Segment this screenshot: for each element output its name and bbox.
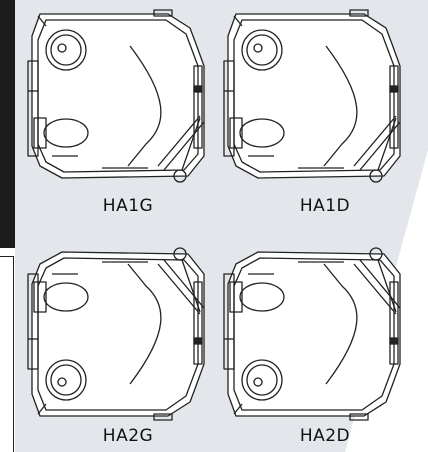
top-hinge	[349, 413, 369, 421]
swing-arm	[181, 259, 201, 313]
drain	[253, 377, 263, 387]
cabin-outline	[31, 251, 205, 417]
top-hinge	[153, 413, 173, 421]
faucet	[37, 15, 47, 27]
floor-plan-ha1d	[223, 9, 401, 183]
washbasin-inner	[246, 34, 278, 66]
door-leaf-edge	[359, 121, 401, 171]
toilet-bowl	[239, 118, 285, 148]
latch	[389, 85, 399, 93]
right-wall-panel	[389, 281, 399, 365]
left-wall-panel	[27, 273, 39, 370]
unit-plan-ha1g	[18, 6, 218, 196]
floor-plan-ha1g	[27, 9, 205, 183]
swing-arm	[377, 259, 397, 313]
left-wall-panel	[27, 60, 39, 157]
plan-lines	[223, 9, 401, 183]
right-wall-panel	[193, 65, 203, 149]
left-wall-panel	[223, 273, 235, 370]
plan-lines	[27, 247, 205, 421]
cabin-outline	[31, 13, 205, 179]
floor-plan-ha2g	[27, 247, 205, 421]
drain	[57, 43, 67, 53]
door-leaf-edge	[359, 259, 401, 309]
washbasin	[45, 359, 87, 401]
swing-handle	[369, 169, 383, 183]
faucet	[37, 403, 47, 415]
toilet-bowl	[239, 282, 285, 312]
label-ha2g: HA2G	[102, 426, 154, 446]
cabin-outline	[227, 251, 401, 417]
floor-plan-ha2d	[223, 247, 401, 421]
washbasin	[45, 29, 87, 71]
swing-handle	[173, 247, 187, 261]
plan-lines	[223, 247, 401, 421]
right-wall-panel	[389, 65, 399, 149]
toilet-tank	[33, 281, 47, 313]
door-leaf-edge	[163, 121, 205, 171]
door-leaf	[353, 263, 397, 315]
toilet-tank	[229, 281, 243, 313]
drain	[57, 377, 67, 387]
cabin-outline	[227, 13, 401, 179]
top-hinge	[349, 9, 369, 17]
latch	[193, 85, 203, 93]
door-leaf	[353, 115, 397, 167]
toilet-tank	[33, 117, 47, 149]
washbasin-inner	[246, 364, 278, 396]
label-ha1g: HA1G	[102, 196, 154, 216]
label-ha1d: HA1D	[299, 196, 351, 216]
door-leaf	[157, 263, 201, 315]
washbasin	[241, 359, 283, 401]
unit-plan-ha2g	[18, 234, 218, 424]
top-hinge	[153, 9, 173, 17]
door-leaf-edge	[163, 259, 205, 309]
curved-partition	[323, 45, 358, 167]
washbasin	[241, 29, 283, 71]
label-ha2d: HA2D	[299, 426, 351, 446]
unit-plan-ha1d	[214, 6, 414, 196]
curved-partition	[127, 263, 162, 385]
latch	[389, 337, 399, 345]
drain	[253, 43, 263, 53]
door-leaf	[157, 115, 201, 167]
left-wall-panel	[223, 60, 235, 157]
curved-partition	[127, 45, 162, 167]
right-wall-panel	[193, 281, 203, 365]
faucet	[233, 403, 243, 415]
toilet-tank	[229, 117, 243, 149]
swing-arm	[181, 117, 201, 171]
black-side-bar	[0, 0, 15, 248]
washbasin-inner	[50, 34, 82, 66]
swing-handle	[369, 247, 383, 261]
curved-partition	[323, 263, 358, 385]
swing-arm	[377, 117, 397, 171]
latch	[193, 337, 203, 345]
unit-plan-ha2d	[214, 228, 414, 424]
toilet-bowl	[43, 282, 89, 312]
faucet	[233, 15, 243, 27]
washbasin-inner	[50, 364, 82, 396]
toilet-bowl	[43, 118, 89, 148]
swing-handle	[173, 169, 187, 183]
plan-lines	[27, 9, 205, 183]
side-frame-line	[0, 256, 14, 452]
